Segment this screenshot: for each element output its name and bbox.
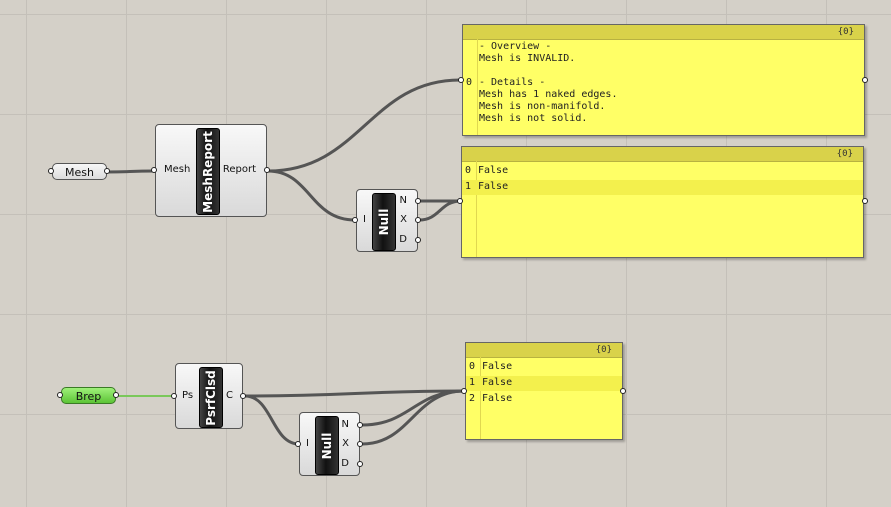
meshreport-output-grip[interactable] (264, 167, 270, 173)
null-top-output-n: N (399, 195, 407, 206)
null-component-bottom[interactable]: I N X D Null (299, 412, 360, 476)
null-bottom-x-grip[interactable] (357, 441, 363, 447)
null-bottom-input-label: I (306, 438, 309, 449)
bool-panel-top-input-grip[interactable] (457, 198, 463, 204)
null-bottom-output-x: X (342, 438, 349, 449)
mesh-param-output-grip[interactable] (104, 168, 110, 174)
brep-param[interactable]: Brep (61, 387, 116, 404)
report-panel-index: 0 (466, 77, 473, 88)
null-top-input-label: I (363, 214, 366, 225)
null-bottom-title: Null (315, 416, 339, 475)
null-bottom-output-d: D (341, 458, 349, 469)
bool-bottom-value-1: False (482, 377, 513, 388)
psrfclsd-input-label: Ps (182, 390, 194, 401)
bool-panel-bottom-input-grip[interactable] (461, 388, 467, 394)
bool-top-value-1: False (478, 181, 509, 192)
bool-bottom-value-0: False (482, 361, 513, 372)
brep-param-output-grip[interactable] (113, 392, 119, 398)
psrfclsd-title: PsrfClsd (199, 367, 223, 428)
bool-panel-top-output-grip[interactable] (862, 198, 868, 204)
psrfclsd-output-grip[interactable] (240, 393, 246, 399)
null-bottom-input-grip[interactable] (295, 441, 301, 447)
bool-top-value-0: False (478, 165, 509, 176)
null-top-input-grip[interactable] (352, 217, 358, 223)
mesh-param-input-grip[interactable] (48, 168, 54, 174)
wire-nullbot-x-to-panel[interactable] (361, 389, 465, 446)
report-panel[interactable]: {0} 0 - Overview - Mesh is INVALID. - De… (462, 24, 865, 136)
psrfclsd-input-grip[interactable] (171, 393, 177, 399)
bool-panel-top-header: {0} (462, 147, 863, 162)
wire-c-to-panel[interactable] (244, 389, 465, 398)
report-panel-output-grip[interactable] (862, 77, 868, 83)
wire-report-to-null[interactable] (267, 169, 356, 222)
null-top-d-grip[interactable] (415, 237, 421, 243)
null-bottom-d-grip[interactable] (357, 461, 363, 467)
meshreport-component[interactable]: Mesh Report MeshReport (155, 124, 267, 217)
null-bottom-output-n: N (341, 419, 349, 430)
mesh-param-label: Mesh (65, 166, 94, 179)
meshreport-input-grip[interactable] (151, 167, 157, 173)
meshreport-output-label: Report (222, 164, 256, 175)
wire-nulltop-x-to-panel[interactable] (418, 199, 462, 222)
mesh-param[interactable]: Mesh (52, 163, 107, 180)
null-top-n-grip[interactable] (415, 198, 421, 204)
bool-panel-top[interactable]: {0} 0 False 1 False (461, 146, 864, 258)
report-panel-text: - Overview - Mesh is INVALID. - Details … (479, 41, 618, 124)
null-top-output-d: D (399, 234, 407, 245)
null-top-x-grip[interactable] (415, 217, 421, 223)
report-panel-header: {0} (463, 25, 864, 40)
psrfclsd-output-label: C (226, 390, 233, 401)
bool-bottom-value-2: False (482, 393, 513, 404)
brep-param-input-grip[interactable] (57, 392, 63, 398)
null-component-top[interactable]: I N X D Null (356, 189, 418, 252)
wire-c-to-null[interactable] (244, 394, 300, 446)
wire-nullbot-n-to-panel[interactable] (361, 389, 465, 427)
bool-panel-bottom-header: {0} (466, 343, 622, 358)
meshreport-input-label: Mesh (164, 164, 191, 175)
meshreport-title: MeshReport (196, 128, 220, 215)
null-bottom-n-grip[interactable] (357, 422, 363, 428)
brep-param-label: Brep (75, 390, 102, 403)
null-top-title: Null (372, 193, 396, 251)
report-panel-input-grip[interactable] (458, 77, 464, 83)
psrfclsd-component[interactable]: Ps C PsrfClsd (175, 363, 243, 429)
null-top-output-x: X (400, 214, 407, 225)
wire-mesh-to-meshreport[interactable] (106, 169, 155, 174)
bool-panel-bottom-output-grip[interactable] (620, 388, 626, 394)
bool-panel-bottom[interactable]: {0} 0 False 1 False 2 False (465, 342, 623, 440)
wire-report-to-panel[interactable] (267, 78, 461, 173)
